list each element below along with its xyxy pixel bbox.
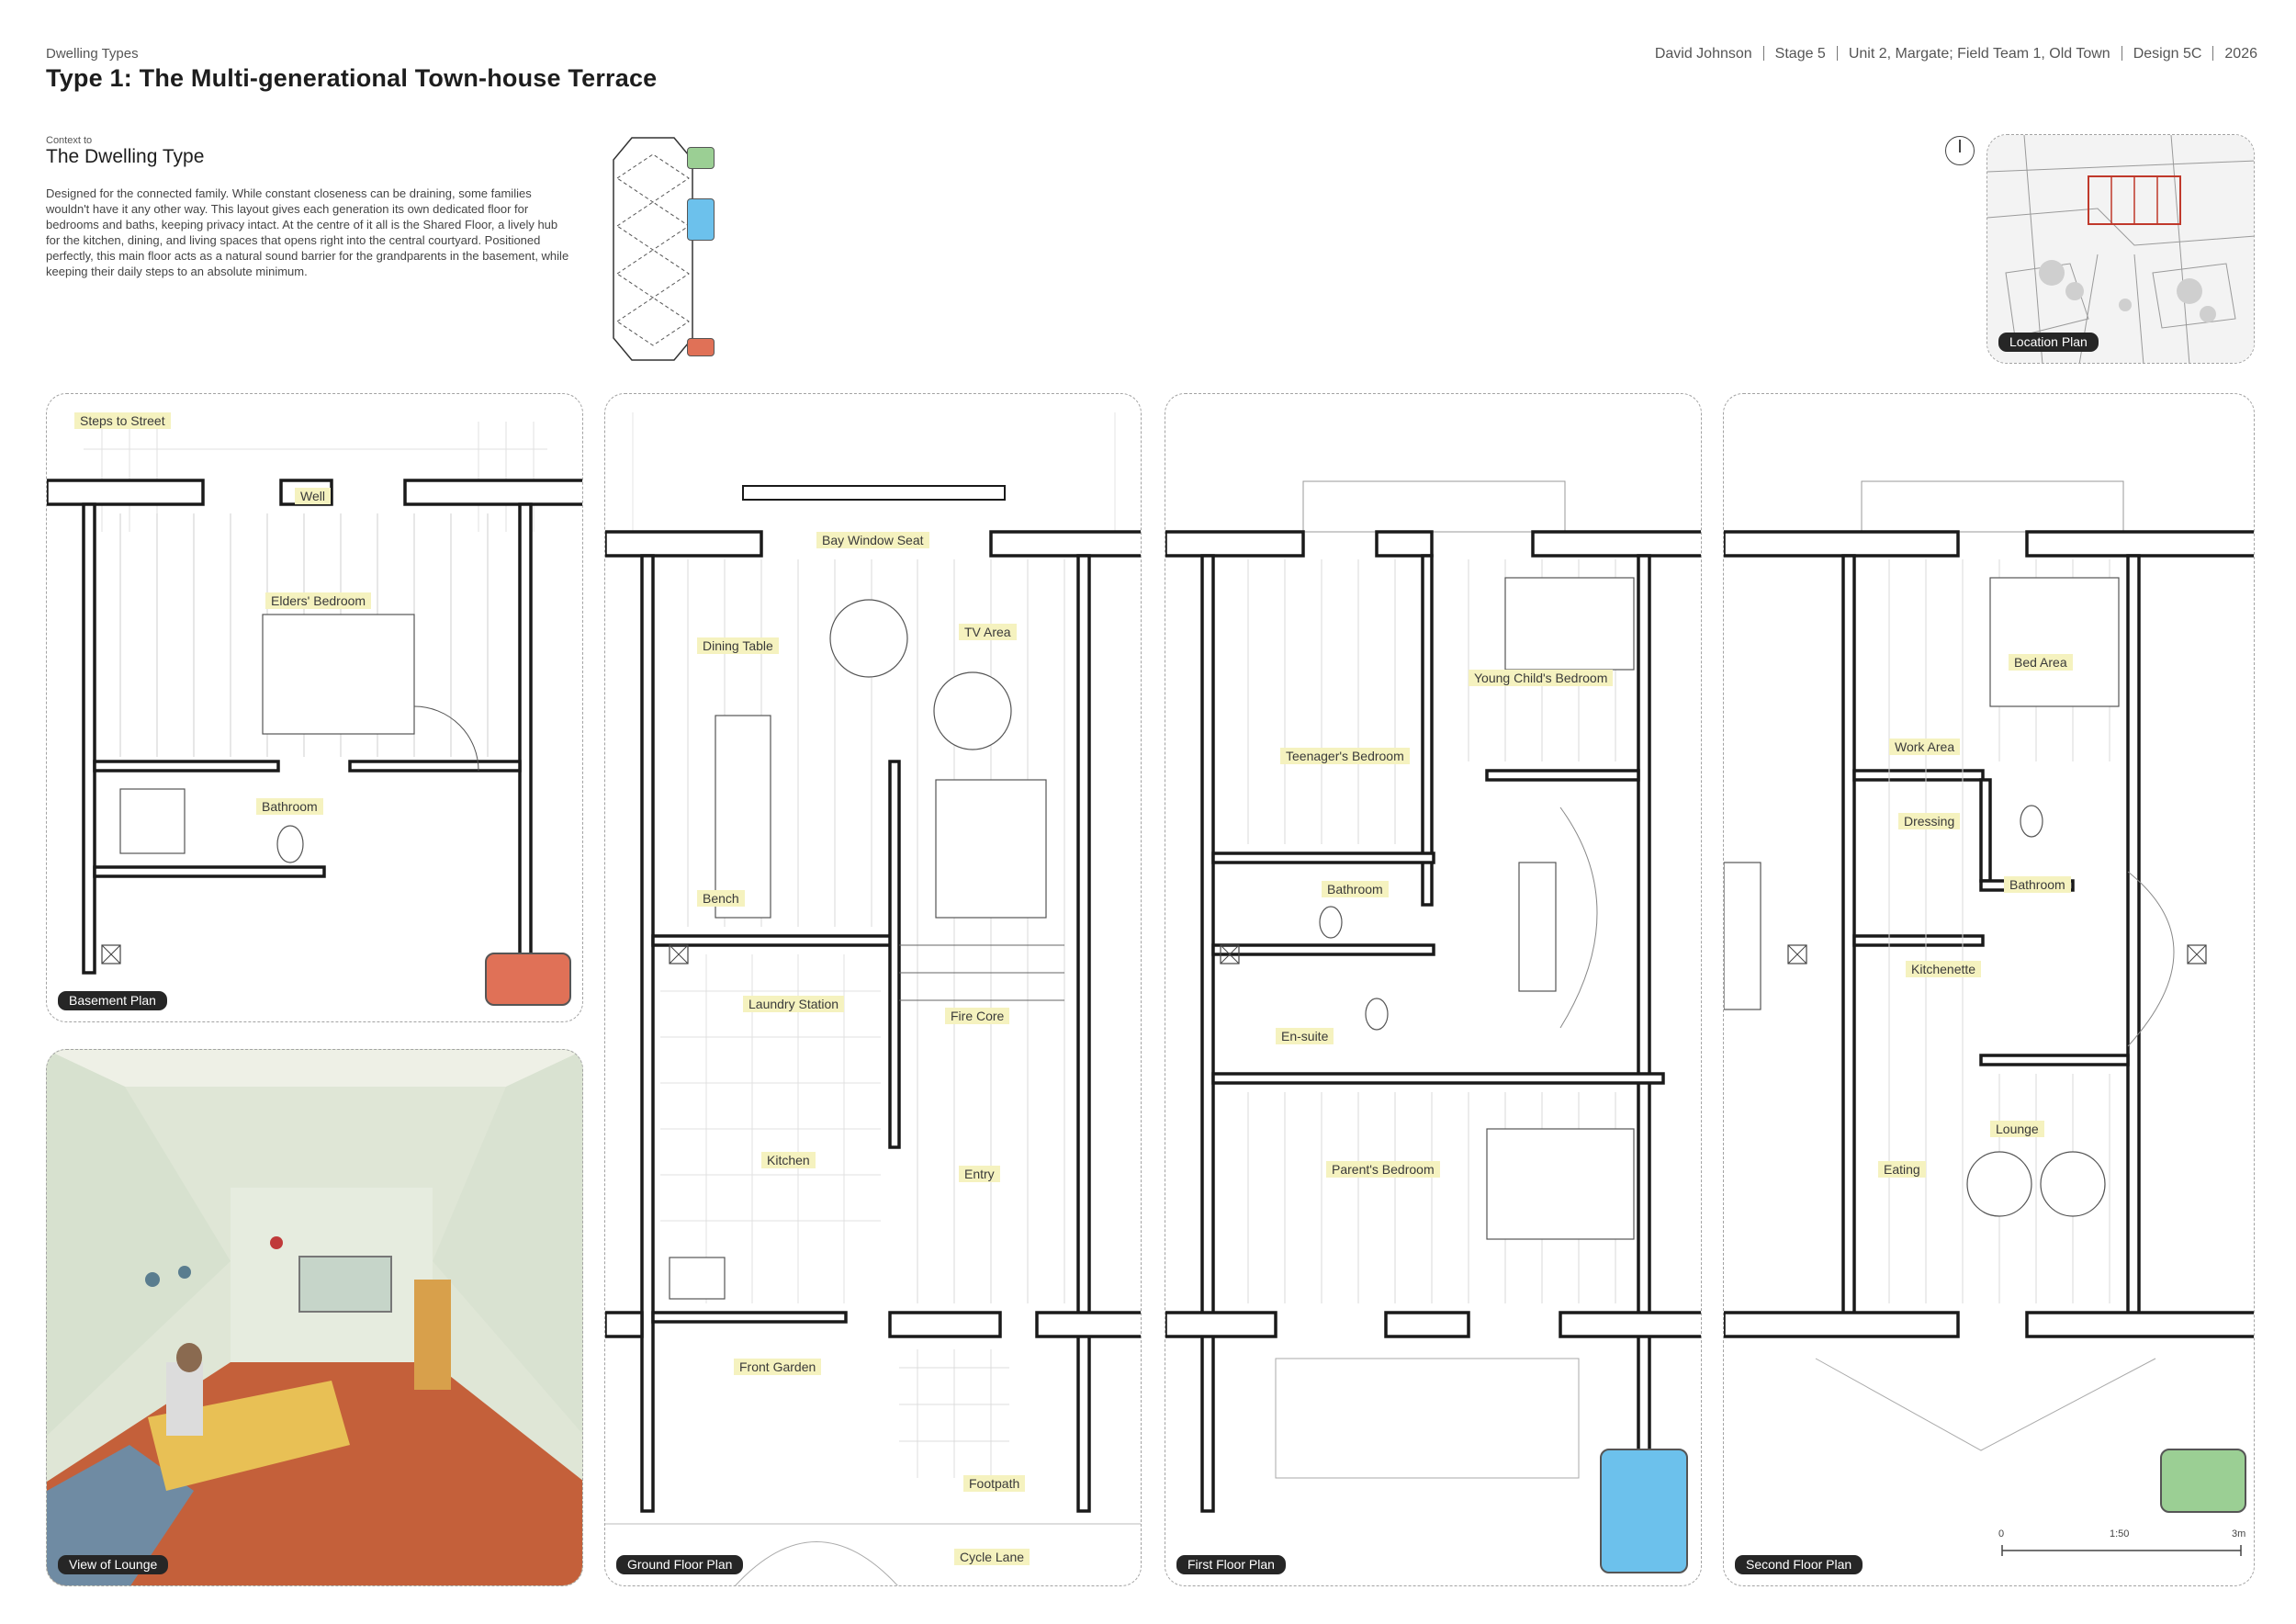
tag-young-childs-bedroom: Young Child's Bedroom [1469, 670, 1614, 686]
tag-laundry-station: Laundry Station [743, 996, 845, 1012]
tag-bay-window-seat: Bay Window Seat [816, 532, 929, 548]
elders-badge-icon [485, 953, 571, 1006]
tag-dining-table: Dining Table [697, 637, 779, 654]
first-floor-plan-panel: Young Child's Bedroom Teenager's Bedroom… [1165, 393, 1702, 1586]
tag-lounge: Lounge [1990, 1121, 2044, 1137]
ground-floor-plan-label: Ground Floor Plan [616, 1555, 744, 1574]
scale-bar: 0 1:50 3m [1995, 1528, 2252, 1575]
tag-dressing: Dressing [1898, 813, 1961, 829]
page-title: Type 1: The Multi-generational Town-hous… [46, 64, 658, 92]
header-kicker: Dwelling Types [46, 46, 139, 62]
second-floor-plan-panel: Bed Area Work Area Dressing Bathroom Kit… [1723, 393, 2255, 1586]
tag-fire-core: Fire Core [945, 1008, 1010, 1024]
basement-plan-label: Basement Plan [58, 991, 167, 1010]
location-plan: Location Plan [1986, 134, 2255, 364]
scale-start: 0 [1998, 1528, 2005, 1539]
ground-floor-drawing [605, 412, 1141, 1585]
tag-eating: Eating [1878, 1161, 1926, 1178]
header-meta: David Johnson Stage 5 Unit 2, Margate; Fie… [1655, 46, 2257, 62]
context-body: Designed for the connected family. While… [46, 186, 569, 278]
location-plan-label: Location Plan [1998, 333, 2099, 352]
second-floor-drawing [1724, 480, 2254, 1451]
second-floor-plan-label: Second Floor Plan [1735, 1555, 1863, 1574]
tag-footpath: Footpath [963, 1475, 1026, 1492]
basement-plan-panel: Steps to Street Well Elders' Bedroom Bat… [46, 393, 583, 1022]
single-occupant-badge-icon [2160, 1449, 2246, 1513]
meta-design: Design 5C [2133, 46, 2202, 62]
meta-year: 2026 [2224, 46, 2257, 62]
basement-plan-drawing [47, 422, 582, 975]
context-title: The Dwelling Type [46, 146, 205, 167]
tag-entry: Entry [959, 1166, 1000, 1182]
tag-front-garden: Front Garden [734, 1359, 822, 1375]
first-floor-plan-label: First Floor Plan [1176, 1555, 1286, 1574]
north-arrow-icon [1945, 136, 1975, 165]
lounge-view-label: View of Lounge [58, 1555, 169, 1574]
elders-icon [687, 338, 715, 356]
family-icon [687, 198, 715, 241]
tag-kitchen: Kitchen [761, 1152, 816, 1168]
location-map [1987, 135, 2254, 363]
ground-floor-plan-panel: Bay Window Seat Dining Table TV Area Ben… [604, 393, 1142, 1586]
meta-stage: Stage 5 [1774, 46, 1826, 62]
tag-bench: Bench [697, 890, 745, 907]
stack-outline [613, 137, 693, 361]
meta-author: David Johnson [1654, 46, 1752, 62]
first-floor-drawing [1165, 480, 1701, 1513]
meta-unit: Unit 2, Margate; Field Team 1, Old Town [1848, 46, 2110, 62]
scale-bar-graphic [2001, 1545, 2242, 1556]
lounge-view-panel: View of Lounge [46, 1049, 583, 1586]
scale-end: 3m [2232, 1528, 2246, 1539]
tag-en-suite: En-suite [1276, 1028, 1334, 1044]
tag-kitchenette: Kitchenette [1906, 961, 1982, 977]
scale-ratio: 1:50 [2110, 1528, 2130, 1539]
tag-steps-to-street: Steps to Street [74, 412, 171, 429]
lounge-render [47, 1050, 582, 1585]
tag-parents-bedroom: Parent's Bedroom [1326, 1161, 1440, 1178]
tag-bathroom: Bathroom [256, 798, 323, 815]
tag-bed-area: Bed Area [2009, 654, 2073, 671]
tag-well: Well [295, 488, 331, 504]
tag-second-bathroom: Bathroom [2004, 876, 2071, 893]
tag-cycle-lane: Cycle Lane [954, 1549, 1030, 1565]
family-badge-icon [1600, 1449, 1688, 1573]
tag-elders-bedroom: Elders' Bedroom [265, 592, 372, 609]
tag-work-area: Work Area [1889, 739, 1961, 755]
tag-tv-area: TV Area [959, 624, 1017, 640]
tag-teenagers-bedroom: Teenager's Bedroom [1280, 748, 1410, 764]
single-occupant-icon [687, 147, 715, 169]
tag-first-bathroom: Bathroom [1322, 881, 1389, 897]
context-kicker: Context to [46, 135, 93, 146]
floor-stack-diagram [604, 134, 733, 368]
